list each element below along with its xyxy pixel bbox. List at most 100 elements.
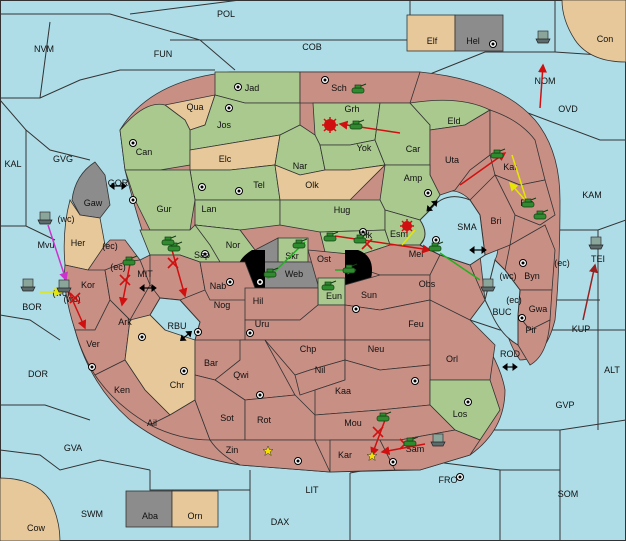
supply-center-icon [519,259,527,267]
sea-buc[interactable] [484,259,521,346]
army-icon[interactable] [351,83,367,94]
land-label: Olk [305,180,319,190]
double-arrow-icon [426,200,438,212]
cross-mark-icon [372,426,384,438]
order-arrow [334,235,432,254]
sea-label: SOM [558,489,579,499]
army-icon[interactable] [122,255,138,266]
sea-label: GVP [555,400,574,410]
land-ken[interactable] [94,359,171,426]
land-label: TEI [591,254,605,264]
fleet-icon[interactable] [535,30,551,44]
order-arrow [119,263,131,307]
land-label: Uru [255,319,270,329]
supply-center-icon [129,196,137,204]
fleet-icon[interactable] [20,278,36,292]
land-label: Neu [368,344,385,354]
land-label: Gaw [84,198,103,208]
land-label: Cow [27,523,46,533]
land-orn[interactable] [171,490,219,528]
supply-center-icon [424,189,432,197]
land-con[interactable] [561,0,626,63]
supply-center-icon [518,314,526,322]
land-label: Ark [118,317,132,327]
fleet-icon[interactable] [56,279,72,293]
land-hug[interactable] [279,199,386,233]
supply-center-icon [489,40,497,48]
land-label: Can [136,147,153,157]
land-label: Elf [427,36,438,46]
supply-center-icon [256,391,264,399]
land-cow[interactable] [0,477,61,541]
land-tel[interactable] [189,164,281,201]
land-label: Yok [357,143,372,153]
land-aba[interactable] [125,490,173,528]
land-label: Mou [344,418,362,428]
land-label: Ken [114,385,130,395]
land-nab[interactable] [149,254,206,301]
army-icon[interactable] [353,233,369,244]
army-icon[interactable] [403,436,419,447]
land-lan[interactable] [194,199,281,231]
fleet-icon[interactable] [37,211,53,225]
army-icon[interactable] [161,235,177,246]
cross-mark-icon [69,292,81,304]
land-gur[interactable] [124,169,196,231]
sea-label: GOR [108,178,129,188]
army-icon[interactable] [323,231,339,242]
land-label: Kat [503,162,517,172]
sea-label: DAX [271,517,290,527]
sea-label: COB [302,42,322,52]
supply-center-icon [256,278,264,286]
supply-centers [88,40,527,481]
double-arrow-icon [109,182,127,190]
star-icon [366,450,378,462]
land-label: Ost [317,254,332,264]
land-label: Web [285,269,303,279]
order-arrow [509,181,526,201]
land-can[interactable] [119,103,191,171]
supply-center-icon [464,398,472,406]
sea-label: DOR [28,369,49,379]
land-label: Kaa [335,386,351,396]
explosion-icon [400,219,414,233]
land-label: Sun [361,290,377,300]
army-icon[interactable] [321,280,337,291]
land-label: Uta [445,155,459,165]
land-gaw[interactable] [71,161,111,219]
sea-label: BOR [22,302,42,312]
land-her[interactable] [63,199,106,271]
army-icon[interactable] [376,411,392,422]
fleet-icon[interactable] [588,236,604,250]
double-arrow-icons [109,182,518,371]
army-icon[interactable] [521,197,537,208]
land-label: Bar [204,358,218,368]
land-elf[interactable] [406,14,456,52]
sea-label: FUN [154,49,173,59]
army-icon[interactable] [292,238,308,249]
star-icons [262,445,378,462]
cross-mark-icon [167,257,179,269]
units [20,30,604,447]
land-label: Qua [186,102,203,112]
sea-label: SWM [81,509,103,519]
army-icon[interactable] [490,148,506,159]
army-icon[interactable] [349,119,365,130]
army-icon[interactable] [263,267,279,278]
sea-label: FRO [439,475,458,485]
land-pir[interactable] [517,313,551,366]
land-label: Car [406,144,421,154]
fleet-icon[interactable] [430,433,446,447]
army-icon[interactable] [342,263,358,274]
supply-center-icon [180,367,188,375]
sea-label: ROD [500,349,521,359]
land-label: Gur [156,204,171,214]
army-icon[interactable] [533,209,549,220]
sea-label: GVG [53,154,73,164]
army-icon[interactable] [428,241,444,252]
fleet-icon[interactable] [480,278,496,292]
sea-label: POL [217,9,235,19]
land-label: Pir [526,325,537,335]
land-label: Nar [293,161,308,171]
land-label: Qwi [233,370,249,380]
